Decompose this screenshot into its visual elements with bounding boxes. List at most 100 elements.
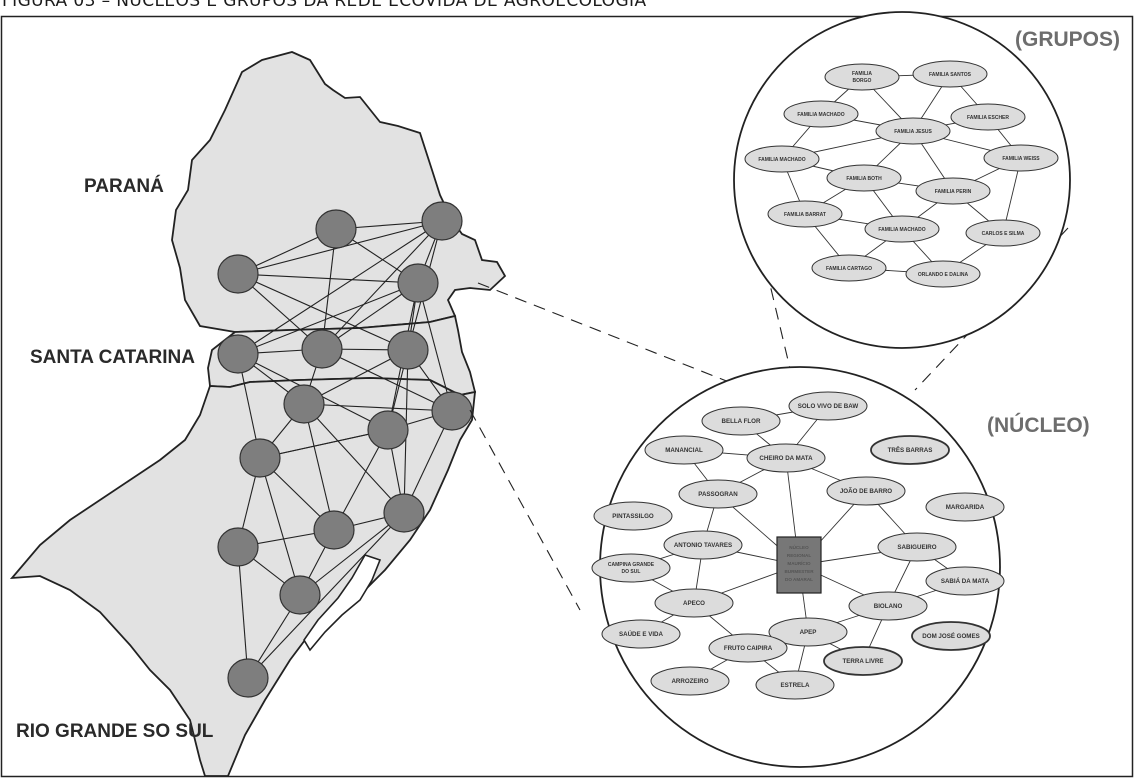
map-link	[321, 220, 443, 350]
nucleo-node-label: DOM JOSÉ GOMES	[922, 632, 979, 640]
grupo-node: ORLANDO E DALINA	[905, 260, 981, 288]
grupo-node-label: FAMILIA JESUS	[894, 129, 932, 135]
grupo-node-label: FAMILIA MACHADO	[758, 157, 805, 163]
nucleo-node: SOLO VIVO DE BAW	[788, 391, 868, 421]
nucleo-node-label: MARGARIDA	[946, 504, 985, 511]
nucleo-node: SABIÁ DA MATA	[925, 566, 1005, 596]
nucleo-node-label: PASSOGRAN	[698, 491, 738, 498]
grupo-node-label: FAMILIA ESCHER	[967, 115, 1009, 121]
map-node	[313, 510, 355, 550]
nucleo-node: ESTRELA	[755, 670, 835, 700]
map-node	[301, 329, 343, 369]
figure-caption: FIGURA 03 – NÚCLEOS E GRUPOS DA REDE ECO…	[2, 0, 647, 11]
nucleo-node-label: ESTRELA	[781, 682, 810, 689]
nucleo-node: FRUTO CAIPIRA	[708, 633, 788, 663]
map-link	[303, 403, 335, 531]
nucleo-node: JOÃO DE BARRO	[826, 476, 906, 506]
map-link	[259, 457, 301, 596]
nucleo-node: APEP	[768, 617, 848, 647]
grupo-node: FAMILIA CARTAGO	[811, 254, 887, 282]
map-node	[367, 410, 409, 450]
map-link	[303, 403, 453, 412]
grupo-node: FAMILIA SANTOS	[912, 60, 988, 88]
map-link	[321, 348, 453, 412]
grupo-node-label: FAMILIA	[852, 71, 872, 77]
nucleo-node-label: BIOLANO	[874, 603, 903, 610]
nucleo-node-label: MANANCIAL	[665, 447, 703, 454]
nucleo-group: (NÚCLEO) BELLA FLOR SOLO VIVO DE BAW MANAN…	[591, 366, 1090, 768]
nucleo-node: BIOLANO	[848, 591, 928, 621]
grupo-node: FAMILIA PERIN	[915, 177, 991, 205]
map-node	[227, 658, 269, 698]
label-rio-grande-do-sul: RIO GRANDE SO SUL	[16, 721, 214, 742]
grupo-node-label: FAMILIA MACHADO	[797, 112, 844, 118]
nucleo-node-label: ANTONIO TAVARES	[674, 542, 732, 549]
grupo-node: FAMILIA MACHADO	[864, 215, 940, 243]
map-node	[239, 438, 281, 478]
grupo-node: FAMILIA MACHADO	[744, 145, 820, 173]
nucleo-node-label: CHEIRO DA MATA	[759, 455, 813, 462]
nucleo-node-label: BELLA FLOR	[722, 418, 761, 425]
map-link	[321, 228, 337, 350]
nucleo-node-label: FRUTO CAIPIRA	[724, 645, 773, 652]
nucleo-node-label: JOÃO DE BARRO	[840, 488, 892, 495]
nucleo-center-line: NÚCLEO	[789, 544, 809, 550]
nucleo-node: SAÚDE E VIDA	[601, 619, 681, 649]
nucleo-node: MANANCIAL	[644, 435, 724, 465]
grupo-node-label: FAMILIA WEISS	[1002, 156, 1040, 162]
map-link	[299, 512, 405, 596]
map-node	[383, 493, 425, 533]
nucleo-node-label: TERRA LIVRE	[842, 658, 883, 665]
grupo-node-label: FAMILIA MACHADO	[878, 227, 925, 233]
grupo-node: FAMILIA BOTH	[826, 164, 902, 192]
nucleo-node-label: SABIÁ DA MATA	[941, 578, 990, 585]
nucleo-nodes: BELLA FLOR SOLO VIVO DE BAW MANANCIAL CHEIR…	[591, 391, 1005, 700]
grupo-node-label: FAMILIA BOTH	[846, 176, 882, 182]
map-node	[315, 209, 357, 249]
grupo-node: CARLOS E SILMA	[965, 219, 1041, 247]
grupo-node-label: FAMILIA CARTAGO	[826, 266, 872, 272]
map-link	[237, 273, 419, 284]
map-node	[217, 527, 259, 567]
map-node	[279, 575, 321, 615]
map-link	[259, 429, 389, 459]
map-network-links	[237, 220, 453, 679]
map-link	[237, 273, 409, 351]
lagoon-shape	[303, 554, 382, 652]
nucleo-node: PASSOGRAN	[678, 479, 758, 509]
nucleo-node: ARROZEIRO	[650, 666, 730, 696]
map-node	[283, 384, 325, 424]
grupo-node: FAMILIA JESUS	[875, 117, 951, 145]
nucleo-node-label: APEP	[800, 629, 817, 636]
nucleo-node-label: APECO	[683, 600, 705, 607]
map-node	[397, 263, 439, 303]
nucleo-node: APECO	[654, 588, 734, 618]
grupo-node-label: FAMILIA BARRAT	[784, 212, 826, 218]
nucleo-node-label: TRÊS BARRAS	[888, 446, 933, 454]
map-node	[421, 201, 463, 241]
map-node	[217, 334, 259, 374]
nucleo-center-line: DO AMARAL	[785, 577, 813, 582]
grupo-node-label: FAMILIA PERIN	[935, 189, 972, 195]
grupos-circle	[733, 11, 1071, 349]
map-network-nodes	[217, 201, 473, 698]
nucleo-center-line: MAURÍCIO	[787, 559, 811, 566]
nucleo-node-label: ARROZEIRO	[671, 678, 708, 685]
grupo-node: FAMILIA MACHADO	[783, 100, 859, 128]
nucleo-node: BELLA FLOR	[701, 406, 781, 436]
map-node	[431, 391, 473, 431]
nucleo-node-label: DO SUL	[622, 569, 641, 575]
map-link	[303, 403, 405, 514]
map-node	[387, 330, 429, 370]
label-nucleo: (NÚCLEO)	[987, 413, 1090, 437]
grupo-node-label: ORLANDO E DALINA	[918, 272, 969, 278]
nucleo-center-line: BURMESTER	[784, 569, 814, 574]
nucleo-center-box	[776, 536, 822, 594]
nucleo-node-label: SABIGUEIRO	[897, 544, 936, 551]
nucleo-node: MARGARIDA	[925, 492, 1005, 522]
nucleo-center-line: REGIONAL	[787, 553, 811, 558]
nucleo-node-label: PINTASSILGO	[612, 513, 654, 520]
